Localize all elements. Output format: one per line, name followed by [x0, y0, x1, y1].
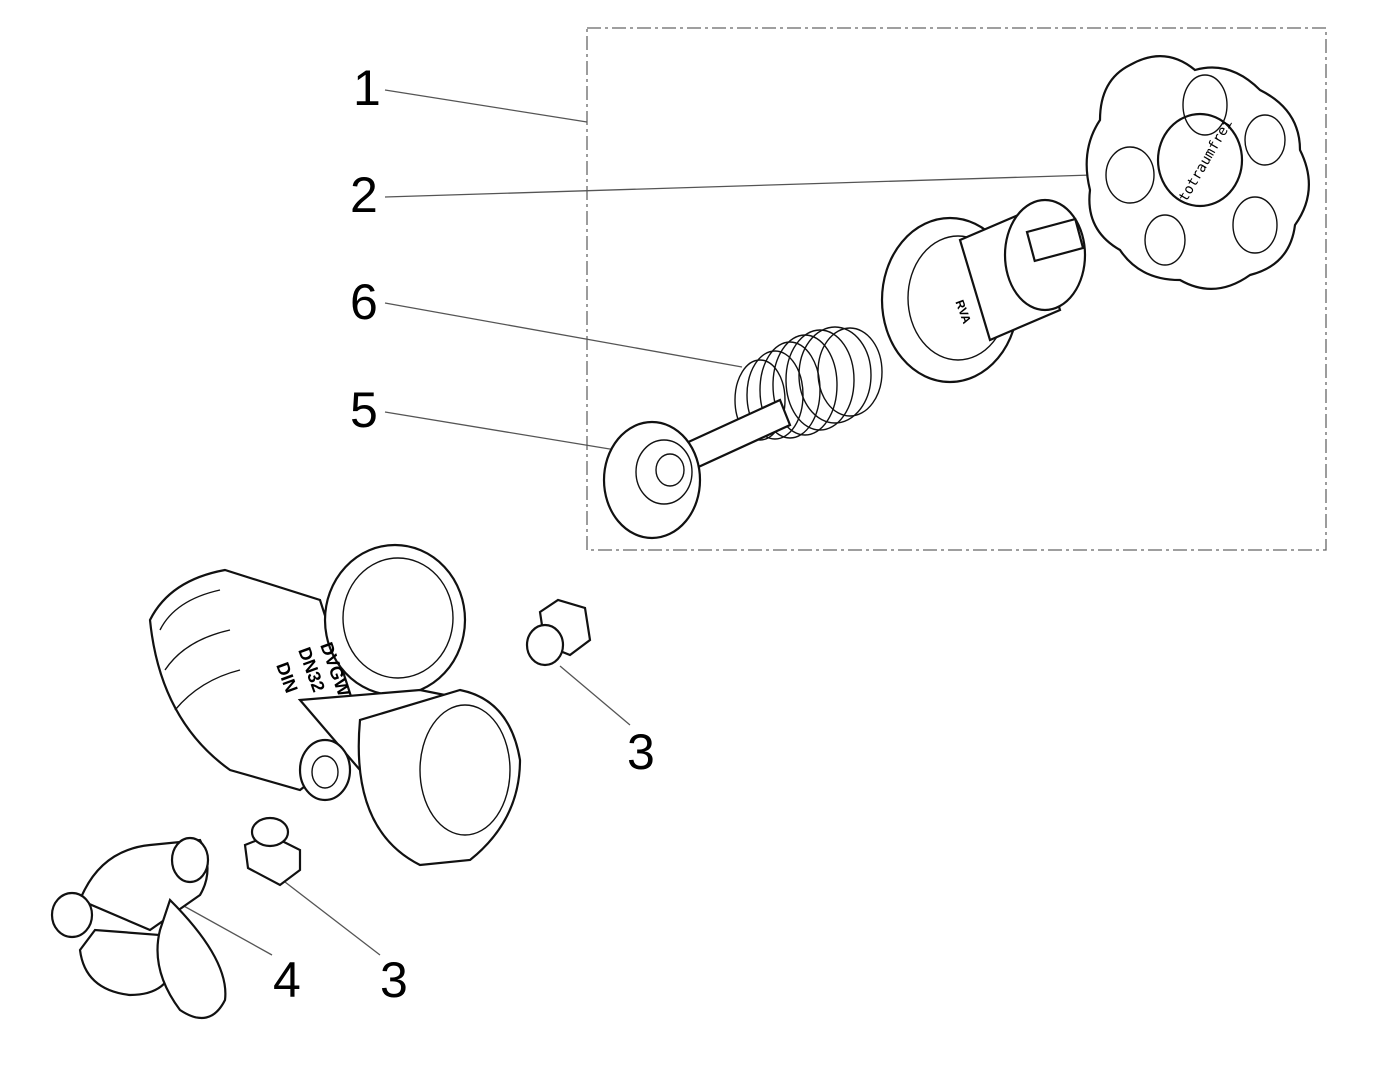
callout-3-upper: 3: [627, 724, 655, 780]
valve-disc-part: [602, 398, 792, 540]
valve-body-part: DVGW DN32 DIN: [148, 543, 522, 867]
leader-line-5: [384, 411, 629, 453]
leader-line-3b: [284, 881, 381, 956]
leader-line-2: [384, 174, 1093, 198]
callout-3-lower: 3: [380, 952, 408, 1008]
handwheel-part: totraumfrei: [1085, 55, 1310, 290]
assembly-group-box: [586, 27, 1327, 551]
plug-part-lower: [243, 816, 302, 887]
drain-valve-part: [50, 836, 227, 1020]
leader-line-3a: [559, 665, 631, 726]
leader-line-6: [384, 302, 743, 368]
spring-part: [734, 326, 883, 441]
callout-2: 2: [350, 167, 378, 223]
callout-6: 6: [350, 274, 378, 330]
callout-5: 5: [350, 382, 378, 438]
callout-4: 4: [273, 952, 301, 1008]
callout-1: 1: [353, 60, 381, 116]
leader-line-1: [384, 89, 588, 123]
bonnet-part: RVA: [880, 198, 1087, 384]
plug-part-upper: [525, 598, 592, 667]
